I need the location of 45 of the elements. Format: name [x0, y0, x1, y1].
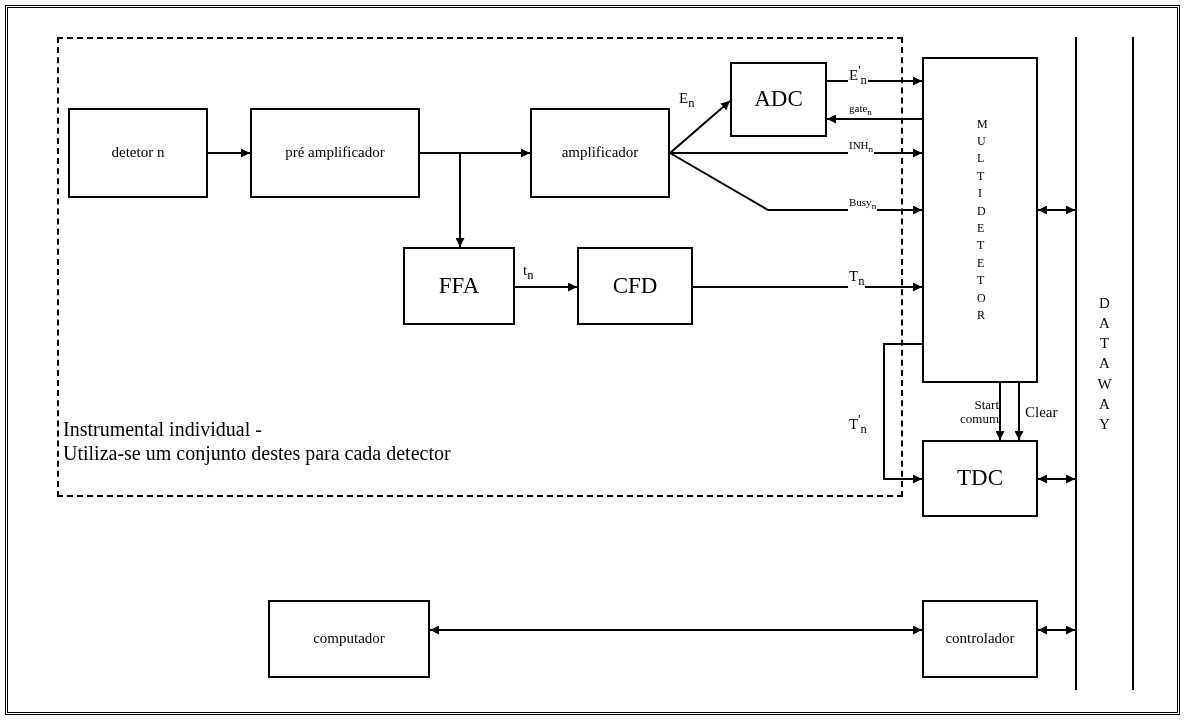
box-label: CFD — [611, 272, 659, 300]
box-label: detetor n — [110, 144, 166, 162]
box-label: controlador — [944, 630, 1016, 648]
dashed-group-box — [57, 37, 903, 497]
arrow — [1037, 205, 1076, 215]
box-label: FFA — [437, 272, 481, 300]
box-label: amplificador — [560, 144, 640, 162]
edge-label: T$_{n}$ — [848, 268, 866, 289]
module-box — [403, 247, 515, 325]
box-label: MULTIDETETOR — [976, 115, 989, 324]
module-box — [730, 62, 827, 137]
module-box — [922, 440, 1038, 517]
arrow — [995, 382, 1005, 441]
group-caption: Utiliza-se um conjunto destes para cada detector — [63, 441, 452, 465]
box-label: DATAWAY — [1097, 293, 1112, 435]
module-box — [577, 247, 693, 325]
module-box — [250, 108, 420, 198]
arrow — [826, 76, 923, 86]
arrow — [692, 282, 923, 292]
box-label: TDC — [956, 465, 1004, 492]
arrow — [1014, 382, 1024, 441]
box-label: pré amplificador — [284, 144, 386, 162]
dataway-bus — [1075, 37, 1134, 690]
arrow — [429, 625, 923, 635]
module-box — [68, 108, 208, 198]
arrow — [883, 343, 923, 484]
arrow — [669, 100, 731, 154]
arrow — [1037, 625, 1076, 635]
arrow — [826, 114, 923, 124]
arrow — [207, 148, 251, 158]
arrow — [669, 152, 923, 215]
edge-label: INH$_{n}$ — [848, 139, 875, 155]
box-label: computador — [312, 630, 386, 648]
arrow — [1037, 474, 1076, 484]
module-box — [530, 108, 670, 198]
module-box — [268, 600, 430, 678]
arrow — [514, 282, 578, 292]
multidetetor-box — [922, 57, 1038, 383]
edge-label: Start comum — [959, 398, 1000, 427]
arrow — [669, 148, 923, 158]
module-box — [922, 600, 1038, 678]
group-caption: Instrumental individual - — [63, 417, 263, 441]
edge-label: Busy$_{n}$ — [848, 196, 878, 212]
arrow — [419, 152, 465, 248]
box-label: ADC — [753, 86, 804, 113]
